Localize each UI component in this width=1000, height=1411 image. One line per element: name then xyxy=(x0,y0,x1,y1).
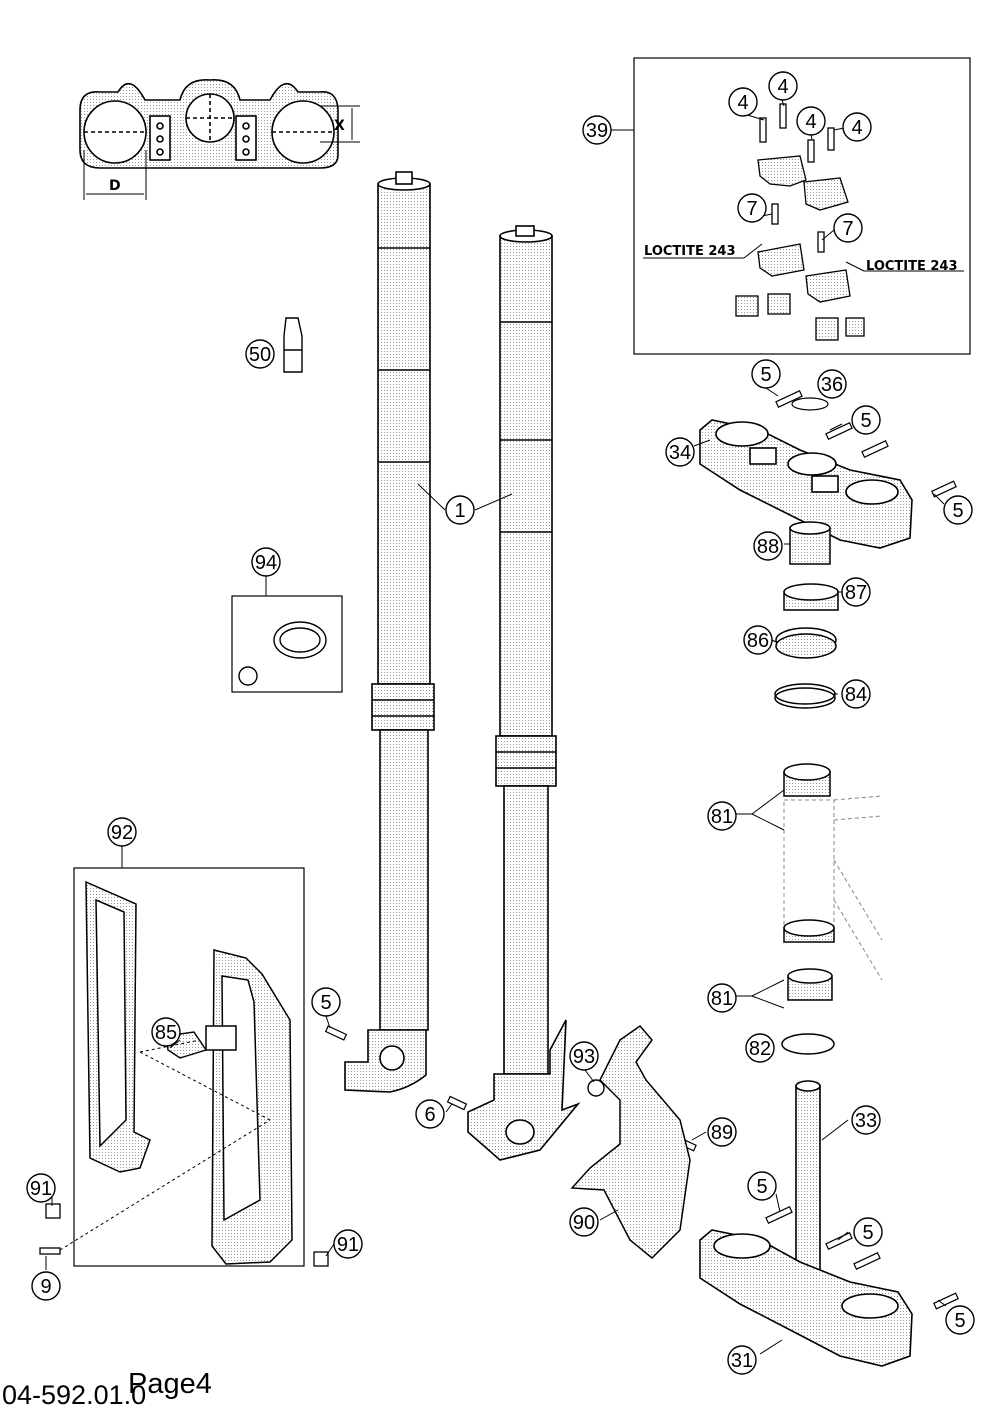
callout-81: 81 xyxy=(711,988,733,1010)
callout-5: 5 xyxy=(320,992,331,1014)
diagram-reference: 04-592.01.0 xyxy=(2,1380,146,1410)
hose-clamp xyxy=(238,621,327,686)
fork-guard-right xyxy=(205,949,293,1265)
loctite-right-label: LOCTITE 243 xyxy=(866,259,958,274)
small-bolts-left xyxy=(39,1203,329,1267)
callout-1: 1 xyxy=(454,500,465,522)
page-label: Page4 xyxy=(128,1368,212,1400)
dimension-x-label: X xyxy=(334,118,345,134)
clamp-kit-box xyxy=(231,595,343,693)
callout-92: 92 xyxy=(111,822,133,844)
callout-89: 89 xyxy=(711,1122,733,1144)
callout-94: 94 xyxy=(255,552,277,574)
callout-93: 93 xyxy=(573,1046,595,1068)
clamp-bolts xyxy=(324,389,959,1310)
callout-39: 39 xyxy=(586,120,608,142)
callout-33: 33 xyxy=(855,1110,877,1132)
callout-5: 5 xyxy=(860,410,871,432)
dimension-d-label: D xyxy=(109,178,121,194)
callout-5: 5 xyxy=(756,1176,767,1198)
callout-5: 5 xyxy=(760,364,771,386)
loctite-left-label: LOCTITE 243 xyxy=(644,244,736,259)
fork-leg-right xyxy=(467,225,581,1161)
callout-90: 90 xyxy=(573,1212,595,1234)
lower-triple-clamp xyxy=(699,1080,913,1367)
callout-34: 34 xyxy=(669,442,691,464)
callout-4: 4 xyxy=(805,111,816,133)
callout-87: 87 xyxy=(845,582,867,604)
callout-85: 85 xyxy=(155,1022,177,1044)
steering-hardware xyxy=(774,521,839,797)
lower-bearings xyxy=(781,919,835,1055)
callout-91: 91 xyxy=(337,1234,359,1256)
triple-clamp-top-view xyxy=(79,79,360,200)
callout-86: 86 xyxy=(747,630,769,652)
callout-labels: 39 4 4 4 4 7 7 5 36 5 34 5 88 87 86 84 8… xyxy=(30,76,966,1372)
callout-88: 88 xyxy=(757,536,779,558)
callout-84: 84 xyxy=(845,684,867,706)
callout-5: 5 xyxy=(862,1222,873,1244)
loctite-tube xyxy=(283,317,303,373)
callout-7: 7 xyxy=(842,218,853,240)
callout-82: 82 xyxy=(749,1038,771,1060)
callout-50: 50 xyxy=(249,344,271,366)
loctite-pointers xyxy=(643,243,964,272)
fork-guard-box xyxy=(73,867,305,1267)
washer xyxy=(587,1079,605,1097)
callout-7: 7 xyxy=(746,198,757,220)
handlebar-clamp-box xyxy=(633,57,971,355)
brake-line-guard xyxy=(570,1024,691,1260)
fork-guard-left xyxy=(85,880,151,1173)
handlebar-clamp-parts xyxy=(735,103,865,341)
callout-91: 91 xyxy=(30,1178,52,1200)
callout-81: 81 xyxy=(711,806,733,828)
callout-5: 5 xyxy=(952,500,963,522)
frame-head-tube xyxy=(783,795,883,981)
callout-36: 36 xyxy=(821,374,843,396)
callout-4: 4 xyxy=(737,92,748,114)
callout-4: 4 xyxy=(777,76,788,98)
callout-31: 31 xyxy=(731,1350,753,1372)
callout-4: 4 xyxy=(851,117,862,139)
callout-5: 5 xyxy=(954,1310,965,1332)
callouts xyxy=(26,71,975,1375)
upper-triple-clamp xyxy=(699,419,913,549)
leader-lines xyxy=(45,99,947,1355)
callout-9: 9 xyxy=(40,1276,51,1298)
fork-leg-left xyxy=(344,171,435,1093)
callout-6: 6 xyxy=(424,1104,435,1126)
